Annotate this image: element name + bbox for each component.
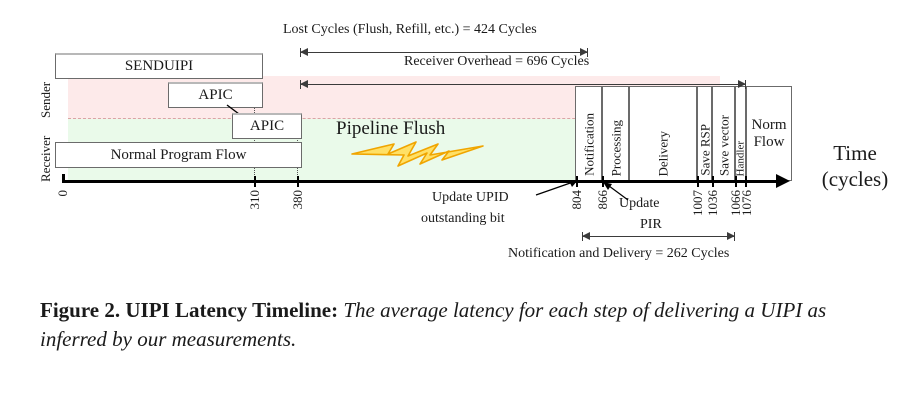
measure-notification-delivery-arrow-left xyxy=(582,232,590,240)
figure-caption: Figure 2. UIPI Latency Timeline: The ave… xyxy=(40,296,880,354)
measure-lost-cycles-arrow-right xyxy=(580,48,588,56)
measure-receiver-overhead-arrow-left xyxy=(300,80,308,88)
measure-notification-delivery-arrow-right xyxy=(727,232,735,240)
measure-receiver-overhead-arrow-right xyxy=(738,80,746,88)
tick-1036 xyxy=(712,176,714,187)
box-notification: Notification xyxy=(575,86,602,181)
box-save-vector-label: Save vector xyxy=(716,114,731,176)
box-senduipi: SENDUIPI xyxy=(55,53,263,79)
tick-804 xyxy=(576,176,578,187)
time-axis-arrowhead xyxy=(776,174,790,188)
tick-1007 xyxy=(697,176,699,187)
time-axis-label-line2: (cycles) xyxy=(821,167,889,192)
annotation-update-upid-line2: outstanding bit xyxy=(421,211,505,226)
box-sender-apic: APIC xyxy=(168,82,263,108)
sender-receiver-divider xyxy=(68,118,720,119)
box-normal-program-flow: Normal Program Flow xyxy=(55,142,302,168)
measure-notification-delivery xyxy=(582,232,735,241)
annotation-notification-and-delivery: Notification and Delivery = 262 Cycles xyxy=(508,246,730,261)
measure-lost-cycles xyxy=(300,48,588,57)
tick-1076 xyxy=(745,176,747,187)
annotation-update-pir-line2: PIR xyxy=(640,217,662,232)
figure-caption-text: The average latency for each step of del… xyxy=(40,298,827,351)
annotation-receiver-overhead: Receiver Overhead = 696 Cycles xyxy=(404,54,590,69)
time-axis-label-line1: Time xyxy=(833,141,877,165)
uipi-latency-timeline: Sender Receiver SENDUIPI APIC APIC Norma… xyxy=(38,22,910,261)
tick-label-380: 380 xyxy=(290,190,305,210)
tick-1066 xyxy=(735,176,737,187)
box-norm-flow: Norm Flow xyxy=(746,86,792,181)
tick-label-1076: 1076 xyxy=(739,190,754,216)
box-norm-flow-line2: Flow xyxy=(753,133,785,150)
tick-label-1036: 1036 xyxy=(705,190,720,216)
tick-label-310: 310 xyxy=(247,190,262,210)
time-axis-label: Time (cycles) xyxy=(800,140,910,193)
row-label-receiver: Receiver xyxy=(38,135,53,182)
box-receiver-apic: APIC xyxy=(232,113,302,139)
tick-380 xyxy=(297,176,299,187)
annotation-lost-cycles: Lost Cycles (Flush, Refill, etc.) = 424 … xyxy=(283,22,537,37)
box-processing-label: Processing xyxy=(608,119,623,176)
box-handler-label: Handler xyxy=(734,140,746,176)
box-save-rsp-label: Save RSP xyxy=(697,124,712,176)
box-handler: Handler xyxy=(734,86,746,181)
box-delivery-label: Delivery xyxy=(655,130,671,176)
box-notification-label: Notification xyxy=(581,113,596,176)
tick-label-1007: 1007 xyxy=(690,190,705,216)
tick-label-0: 0 xyxy=(55,190,70,197)
measure-receiver-overhead xyxy=(300,80,746,89)
box-delivery: Delivery xyxy=(629,86,697,181)
lightning-bolt-icon xyxy=(351,141,484,167)
annotation-update-pir-line1: Update xyxy=(619,196,660,211)
tick-866 xyxy=(602,176,604,187)
update-pir-leader-arrow xyxy=(603,182,629,201)
label-pipeline-flush: Pipeline Flush xyxy=(336,118,446,139)
box-save-rsp: Save RSP xyxy=(697,86,712,181)
annotation-update-upid-line1: Update UPID xyxy=(432,190,509,205)
axis-origin-tick xyxy=(62,174,65,183)
box-norm-flow-line1: Norm xyxy=(751,116,787,133)
tick-310 xyxy=(254,176,256,187)
box-save-vector: Save vector xyxy=(712,86,735,181)
update-upid-leader-arrow xyxy=(535,180,578,196)
guide-310 xyxy=(254,99,255,181)
box-processing: Processing xyxy=(602,86,629,181)
time-axis xyxy=(62,180,778,183)
measure-lost-cycles-arrow-left xyxy=(300,48,308,56)
figure-caption-label: Figure 2. UIPI Latency Timeline: xyxy=(40,298,339,322)
